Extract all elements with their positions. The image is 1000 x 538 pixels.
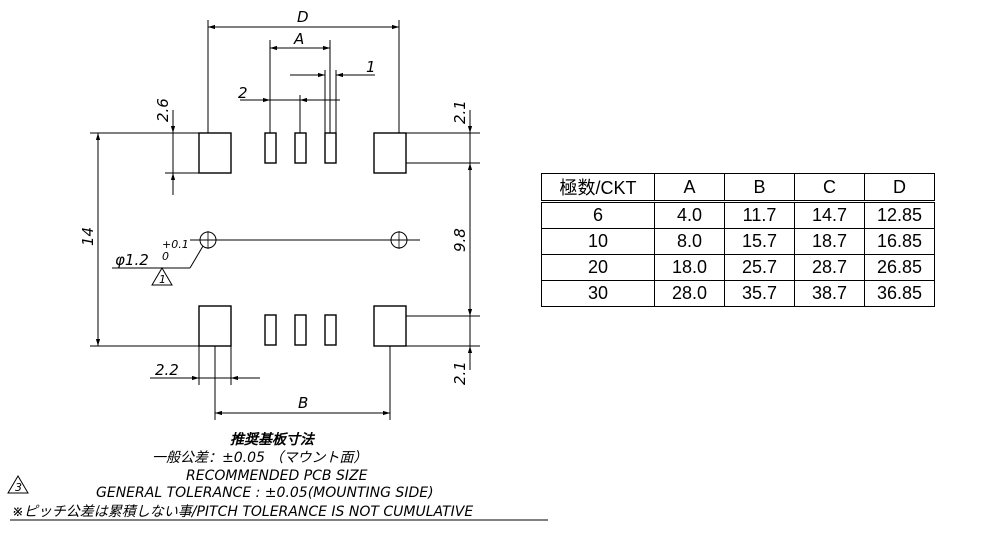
table-cell: 18.7 — [794, 228, 865, 255]
pad-large-top-right — [373, 132, 407, 174]
table-cell: 14.7 — [794, 201, 865, 229]
notes-title-jp: 推奨基板寸法 — [230, 431, 316, 448]
table-row: 20 18.0 25.7 28.7 26.85 — [541, 254, 935, 281]
pad-large-top-left — [198, 132, 232, 174]
notes-tolerance-en: GENERAL TOLERANCE : ±0.05(MOUNTING SIDE) — [96, 485, 434, 501]
table-row: 6 4.0 11.7 14.7 12.85 — [541, 201, 935, 229]
pad-small-bottom-2 — [294, 314, 307, 346]
note-flag-1-number: 1 — [159, 273, 166, 286]
table-cell: 10 — [541, 228, 655, 255]
table-cell: 12.85 — [864, 201, 935, 229]
table-cell: 6 — [541, 201, 655, 229]
table-cell: 8.0 — [654, 228, 725, 255]
dim-2-1-bottom-label: 2.1 — [451, 361, 469, 385]
table-cell: 35.7 — [724, 280, 795, 307]
table-cell: 28.0 — [654, 280, 725, 307]
table-cell: 11.7 — [724, 201, 795, 229]
pad-large-bottom-right — [373, 305, 407, 347]
dim-2-1-top-label: 2.1 — [451, 100, 469, 124]
notes-tolerance-jp: 一般公差：±0.05 （マウント面） — [152, 450, 367, 466]
table-cell: 4.0 — [654, 201, 725, 229]
hole-tolerance-plus: +0.1 — [162, 238, 189, 251]
dim-2-label: 2 — [238, 84, 248, 102]
dim-2-2-label: 2.2 — [155, 361, 179, 379]
note-flag-1-triangle — [151, 267, 173, 286]
notes-title-en: RECOMMENDED PCB SIZE — [186, 468, 368, 484]
note-flag-3-number: 3 — [15, 481, 22, 494]
table-cell: 36.85 — [864, 280, 935, 307]
table-header-cell: A — [654, 173, 725, 203]
dim-9-8-label: 9.8 — [451, 228, 469, 252]
table-header-cell: D — [864, 173, 935, 203]
note-flag-3-triangle — [7, 475, 29, 494]
dim-1-label: 1 — [366, 58, 376, 76]
table-cell: 18.0 — [654, 254, 725, 281]
table-cell: 26.85 — [864, 254, 935, 281]
pad-small-bottom-3 — [324, 314, 337, 346]
table-row: 10 8.0 15.7 18.7 16.85 — [541, 228, 935, 255]
table-row: 30 28.0 35.7 38.7 36.85 — [541, 280, 935, 307]
table-cell: 28.7 — [794, 254, 865, 281]
table-header-row: 極数/CKT A B C D — [541, 173, 935, 203]
dim-d-label: D — [297, 8, 309, 26]
table-header-cell: B — [724, 173, 795, 203]
hole-tolerance-zero: 0 — [162, 250, 169, 263]
ckt-dimension-table: 極数/CKT A B C D 6 4.0 11.7 14.7 12.85 10 … — [541, 173, 935, 307]
dim-14-label: 14 — [79, 227, 97, 246]
dim-b-label: B — [298, 394, 308, 412]
table-cell: 16.85 — [864, 228, 935, 255]
table-cell: 25.7 — [724, 254, 795, 281]
table-cell: 38.7 — [794, 280, 865, 307]
notes-pitch: ※ピッチ公差は累積しない事/PITCH TOLERANCE IS NOT CUM… — [12, 504, 473, 520]
pad-small-bottom-1 — [264, 314, 277, 346]
pad-large-bottom-left — [198, 305, 232, 347]
dim-2-6-label: 2.6 — [154, 98, 172, 122]
table-cell: 20 — [541, 254, 655, 281]
table-header-cell: C — [794, 173, 865, 203]
table-cell: 15.7 — [724, 228, 795, 255]
pad-small-top-1 — [264, 132, 277, 164]
pad-small-top-3 — [324, 132, 337, 164]
hole-diameter-label: φ1.2 — [115, 251, 149, 269]
dim-a-label: A — [293, 30, 304, 48]
pad-small-top-2 — [294, 132, 307, 164]
table-header-cell: 極数/CKT — [541, 173, 655, 203]
table-cell: 30 — [541, 280, 655, 307]
